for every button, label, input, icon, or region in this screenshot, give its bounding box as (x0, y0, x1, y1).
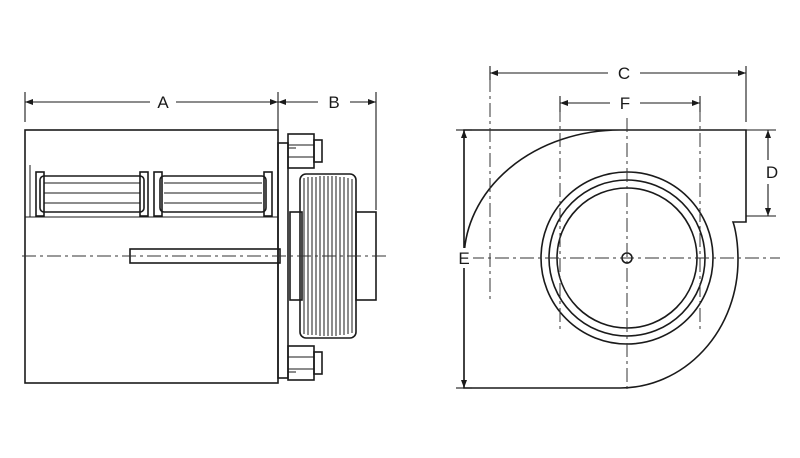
label-b: B (328, 93, 339, 112)
mounting-plate (277, 142, 289, 379)
impeller-drums (35, 171, 273, 217)
dimension-c: C (489, 64, 747, 122)
dimension-b: B (277, 92, 377, 210)
dimension-e: E (455, 129, 473, 389)
front-view: C F D (455, 64, 780, 392)
dimension-f: F (559, 94, 701, 113)
label-d: D (766, 163, 778, 182)
bottom-bolt (287, 345, 323, 381)
label-e: E (458, 249, 469, 268)
side-view: A B (22, 92, 390, 384)
label-a: A (157, 93, 169, 112)
top-bolt (287, 133, 323, 169)
dimension-d: D (746, 129, 778, 217)
scroll-housing (463, 129, 747, 389)
dimension-a: A (24, 92, 278, 122)
label-c: C (618, 64, 630, 83)
label-f: F (620, 94, 630, 113)
